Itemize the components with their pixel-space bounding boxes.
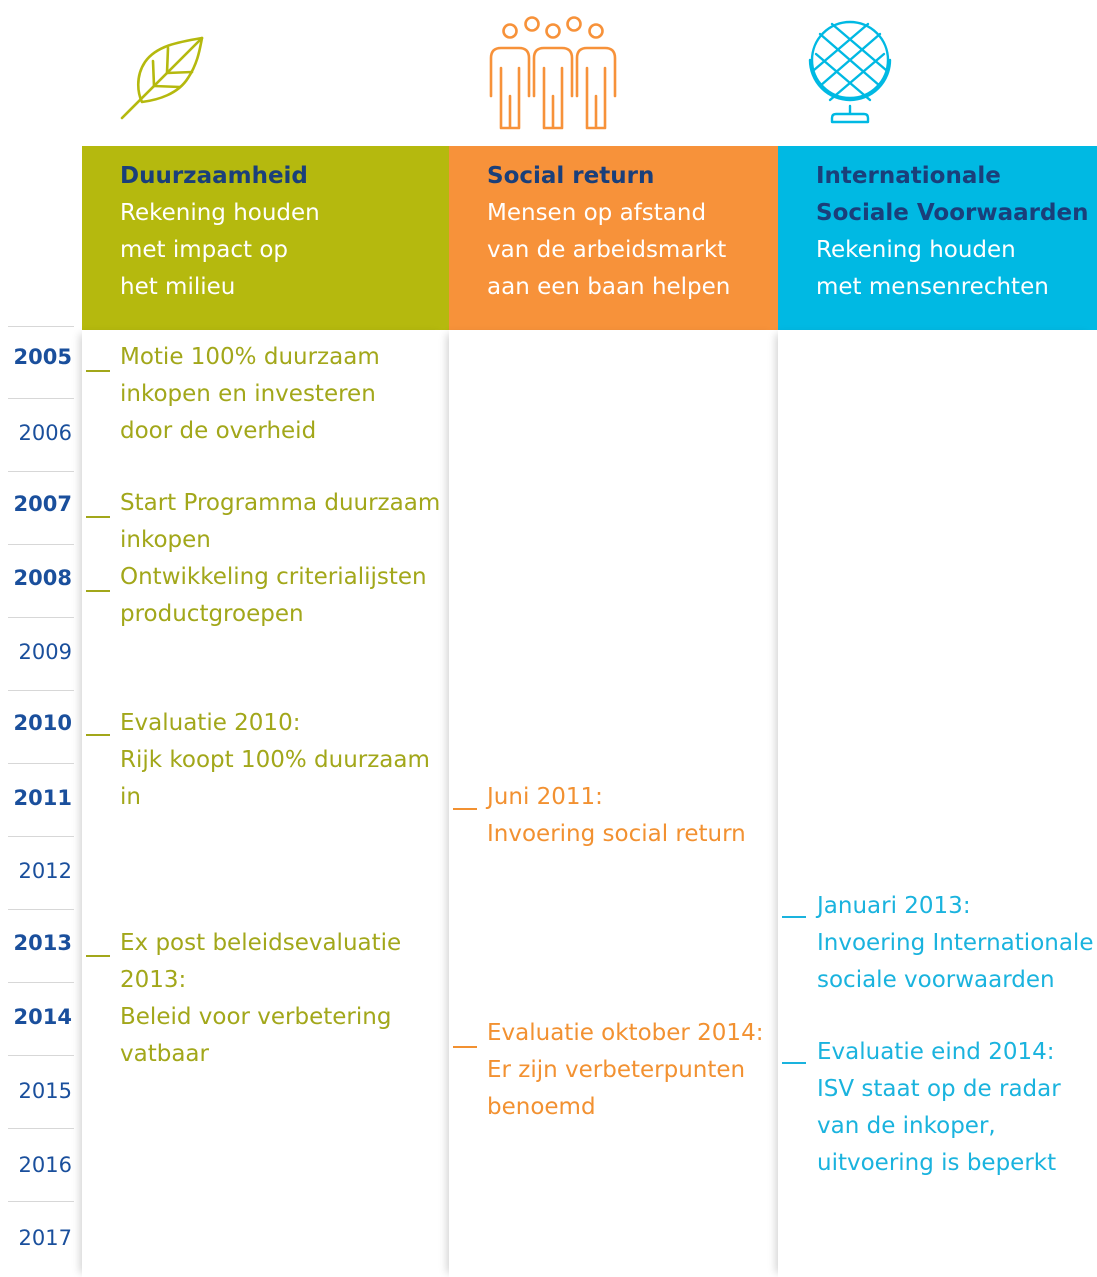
year-tick [8, 909, 74, 910]
year-tick [8, 1128, 74, 1129]
header-desc: het milieu [120, 274, 236, 300]
year-label: 2017 [18, 1226, 72, 1250]
event-duurzaamheid: Ex post beleidsevaluatie 2013: Beleid vo… [120, 930, 402, 1067]
column-isv [778, 330, 1097, 1277]
header-desc: Mensen op afstand [487, 200, 707, 226]
header-social-return: Social return Mensen op afstand van de a… [449, 146, 778, 330]
year-label: 2015 [18, 1079, 72, 1103]
year-label: 2016 [18, 1153, 72, 1177]
column-duurzaamheid [82, 330, 449, 1277]
people-icon [489, 16, 617, 130]
year-tick [8, 763, 74, 764]
year-tick [8, 836, 74, 837]
year-label: 2012 [18, 859, 72, 883]
year-tick [8, 690, 74, 691]
leaf-icon [120, 36, 204, 120]
year-label: 2011 [13, 786, 72, 810]
year-tick [8, 617, 74, 618]
header-desc: aan een baan helpen [487, 274, 731, 300]
year-tick [8, 471, 74, 472]
year-label: 2014 [13, 1005, 72, 1029]
event-isv: Januari 2013: Invoering Internationale s… [817, 893, 1094, 993]
header-title: Duurzaamheid [120, 163, 308, 189]
year-tick [8, 398, 74, 399]
year-label: 2008 [13, 566, 72, 590]
event-duurzaamheid: Motie 100% duurzaam inkopen en investere… [120, 344, 380, 444]
year-tick [8, 1055, 74, 1056]
leader-line [86, 516, 110, 518]
header-desc: met mensenrechten [816, 274, 1049, 300]
header-desc: Rekening houden [120, 200, 320, 226]
event-social-return: Juni 2011: Invoering social return [487, 784, 746, 847]
year-tick [8, 544, 74, 545]
leader-line [86, 734, 110, 736]
header-desc: Rekening houden [816, 237, 1016, 263]
leader-line [782, 1062, 806, 1064]
leader-line [782, 916, 806, 918]
year-label: 2005 [13, 345, 72, 369]
year-label: 2009 [18, 640, 72, 664]
event-duurzaamheid: Evaluatie 2010: Rijk koopt 100% duurzaam… [120, 710, 430, 810]
year-label: 2013 [13, 931, 72, 955]
header-duurzaamheid: Duurzaamheid Rekening houden met impact … [82, 146, 449, 330]
year-label: 2007 [13, 492, 72, 516]
header-title: Internationale [816, 163, 1001, 189]
year-label: 2010 [13, 711, 72, 735]
leader-line [86, 955, 110, 957]
globe-icon [808, 20, 892, 124]
year-label: 2006 [18, 421, 72, 445]
leader-line [86, 370, 110, 372]
header-isv: Internationale Sociale Voorwaarden Reken… [778, 146, 1097, 330]
year-tick [8, 1201, 74, 1202]
event-social-return: Evaluatie oktober 2014: Er zijn verbeter… [487, 1020, 764, 1120]
leader-line [453, 1046, 477, 1048]
year-tick [8, 326, 74, 327]
header-desc: van de arbeidsmarkt [487, 237, 727, 263]
event-duurzaamheid: Start Programma duurzaam inkopen [120, 490, 441, 553]
event-duurzaamheid: Ontwikkeling criterialijsten productgroe… [120, 564, 427, 627]
event-isv: Evaluatie eind 2014: ISV staat op de rad… [817, 1039, 1061, 1176]
header-title: Social return [487, 163, 655, 189]
header-title: Sociale Voorwaarden [816, 200, 1089, 226]
column-social-return [449, 330, 778, 1277]
year-tick [8, 982, 74, 983]
leader-line [453, 808, 477, 810]
header-desc: met impact op [120, 237, 289, 263]
leader-line [86, 590, 110, 592]
